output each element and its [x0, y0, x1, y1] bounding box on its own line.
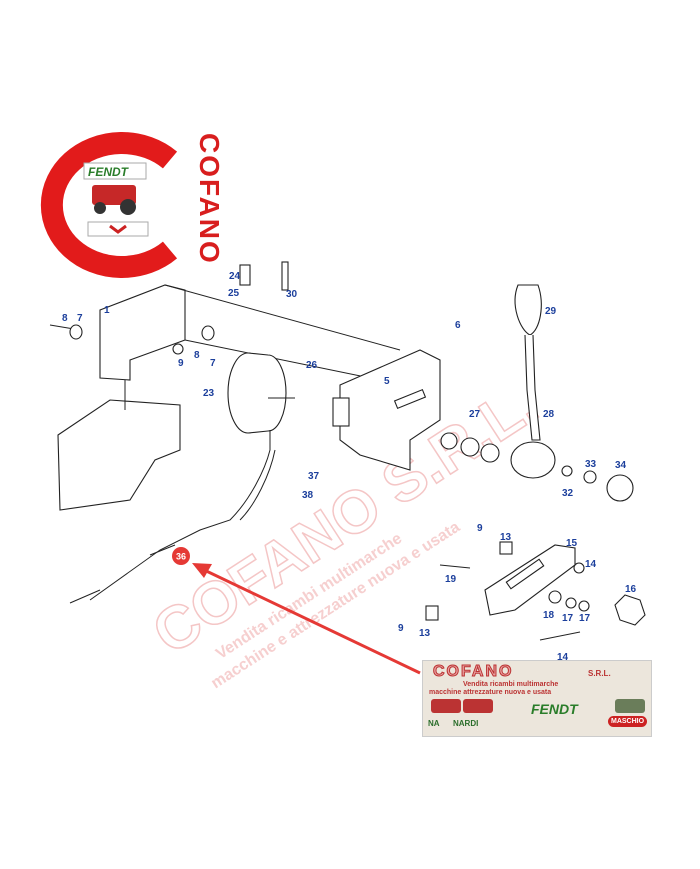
- banner-title: COFANO: [432, 663, 514, 681]
- part-label: 23: [203, 388, 215, 399]
- cable-reel: [89, 261, 295, 601]
- cofano-vertical-text: COFANO: [194, 133, 225, 265]
- part-label: 26: [306, 360, 318, 371]
- highlight-marker[interactable]: [172, 547, 190, 565]
- mounting-plate: [332, 349, 441, 471]
- part-label: 32: [562, 488, 574, 499]
- banner-line-2: macchine attrezzature nuova e usata: [429, 689, 552, 696]
- part-label: 18: [543, 610, 555, 621]
- part-label: 17: [579, 613, 591, 624]
- part-label: 34: [615, 460, 627, 471]
- part-label: 8: [194, 350, 200, 361]
- part-label: 33: [585, 459, 597, 470]
- part-label: 28: [543, 409, 555, 420]
- highlight-arrow: [199, 566, 421, 675]
- brand-fendt: FENDT: [531, 701, 578, 717]
- tractor-image: [615, 699, 645, 713]
- part-label: 6: [455, 320, 461, 331]
- part-label: 25: [228, 288, 240, 299]
- part-label: 16: [625, 584, 637, 595]
- banner-line-1: Vendita ricambi multimarche: [463, 681, 559, 688]
- part-label: 5: [384, 376, 390, 387]
- fendt-logo-text: FENDT: [88, 165, 130, 179]
- part-label: 8: [62, 313, 68, 324]
- part-label: 24: [229, 271, 241, 282]
- part-label: 27: [469, 409, 481, 420]
- brand-maschio: MASCHIO: [608, 716, 648, 727]
- part-label: 30: [286, 289, 298, 300]
- brand-na: NA: [428, 719, 440, 728]
- part-label: 9: [398, 623, 404, 634]
- cofano-banner: COFANO S.R.L. Vendita ricambi multimarch…: [422, 660, 652, 737]
- tractor-image: [463, 699, 493, 713]
- part-label: 19: [445, 574, 457, 585]
- banner-suffix: S.R.L.: [588, 669, 611, 678]
- lower-bracket: [425, 541, 646, 641]
- part-label: 9: [477, 523, 483, 534]
- part-label: 7: [210, 358, 216, 369]
- part-label: 37: [308, 471, 320, 482]
- left-bracket: [49, 284, 401, 511]
- part-label: 29: [545, 306, 557, 317]
- part-label: 13: [500, 532, 512, 543]
- highlight-label: 36: [176, 552, 186, 562]
- part-label: 9: [178, 358, 184, 369]
- part-label: 15: [566, 538, 578, 549]
- cofano-logo: FENDT: [40, 132, 178, 278]
- gear-lever: [440, 284, 634, 502]
- tractor-image: [431, 699, 461, 713]
- part-label: 13: [419, 628, 431, 639]
- brand-nardi: NARDI: [453, 719, 479, 728]
- arrow-head-icon: [192, 563, 212, 578]
- part-label: 14: [585, 559, 597, 570]
- part-label: 1: [104, 305, 110, 316]
- part-label: 38: [302, 490, 314, 501]
- part-label: 7: [77, 313, 83, 324]
- part-label: 14: [557, 652, 569, 663]
- part-label: 17: [562, 613, 574, 624]
